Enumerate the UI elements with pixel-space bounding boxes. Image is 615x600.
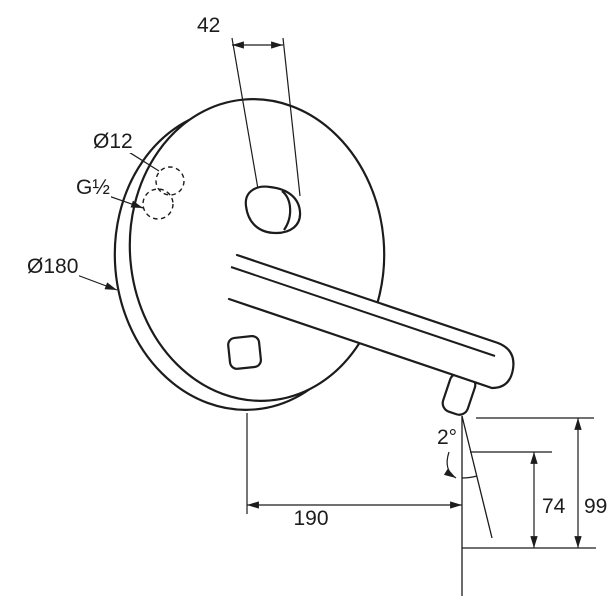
angle-arc [461, 475, 478, 479]
handle-knob [244, 185, 302, 235]
dim-74-label: 74 [541, 495, 567, 518]
pilot-hole-dashed-circles [142, 166, 185, 220]
thread-g12-label: G½ [75, 176, 111, 199]
dim-42-label: 42 [196, 14, 222, 37]
sensor-window [227, 335, 262, 370]
outlet-angled-line [461, 415, 493, 539]
angle-2deg [443, 415, 493, 596]
dia-180-label: Ø180 [26, 255, 80, 278]
dimension-42-extension-lines [231, 37, 301, 197]
dia-12-label: Ø12 [92, 130, 134, 153]
angle-2deg-label: 2° [436, 426, 459, 449]
handle-knob-face-edge [281, 190, 292, 231]
spout-top-front-edge [230, 266, 496, 357]
dim-99-label: 99 [583, 495, 609, 518]
hole-circle-g12 [142, 188, 174, 220]
angle-leader-arrow [443, 451, 457, 479]
spout-outline [227, 253, 515, 390]
dimension-99 [476, 417, 594, 548]
spout-body-fill [229, 255, 514, 388]
dimension-74 [470, 451, 552, 548]
dimension-190 [246, 413, 462, 514]
dim-190-label: 190 [288, 508, 334, 530]
spout [227, 253, 515, 390]
hole-circle-d12 [155, 166, 185, 196]
